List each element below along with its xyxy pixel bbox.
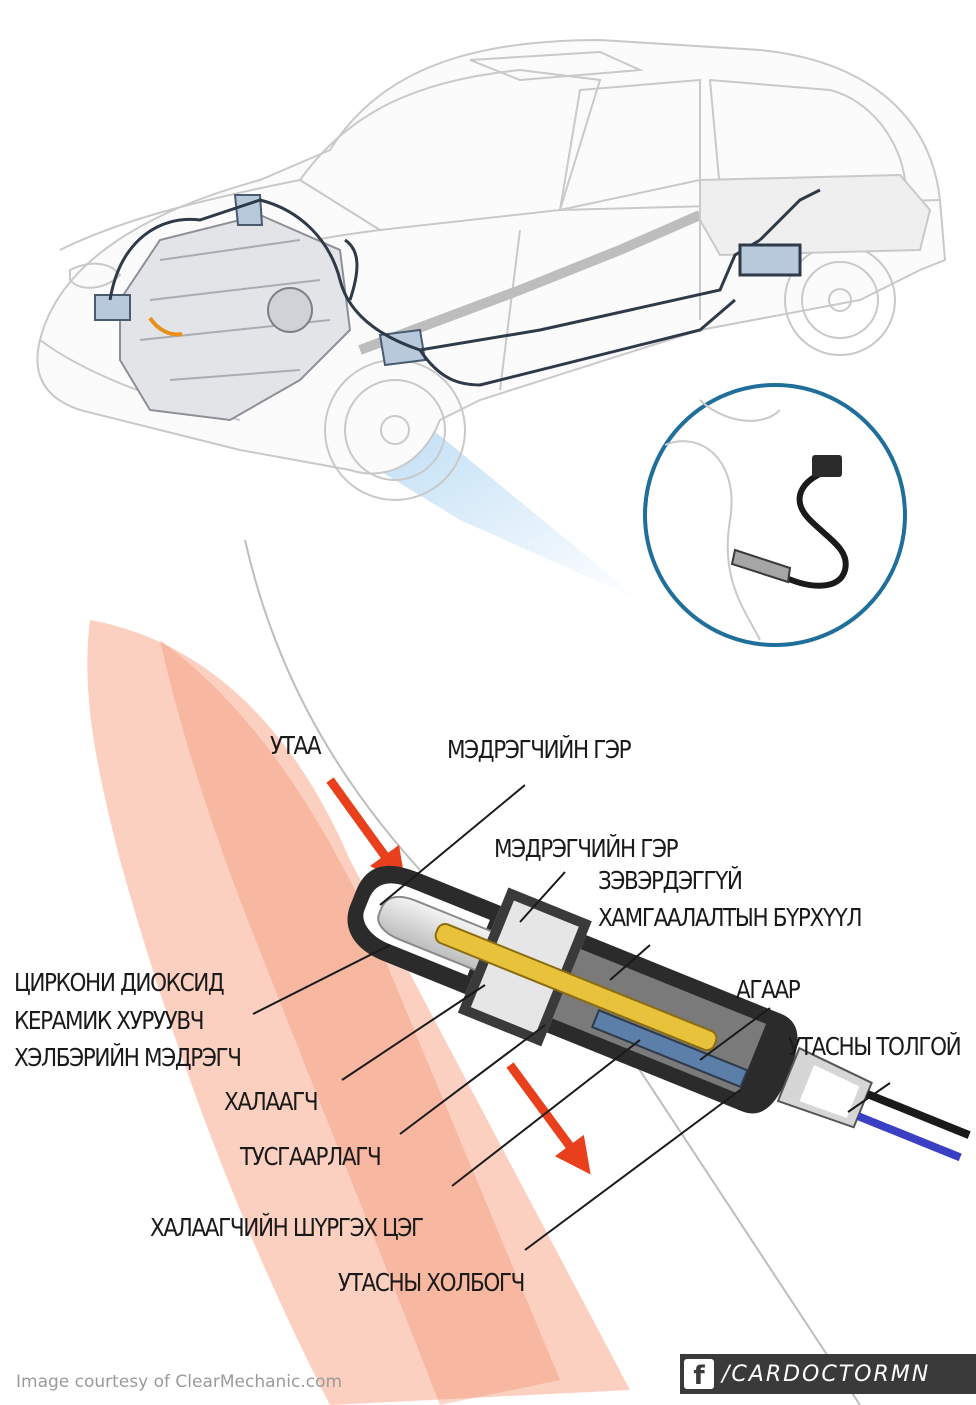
leader-sensor-housing-top: [379, 784, 526, 906]
label-stainless-line1: ЗЭВЭРДЭГГҮЙ: [598, 866, 743, 895]
wire-black: [865, 1090, 971, 1139]
smoke-out-arrow: [506, 1062, 591, 1175]
leader-insulator: [399, 1024, 546, 1135]
label-stainless-line2: ХАМГААЛАЛТЫН БҮРХҮҮЛ: [598, 903, 863, 932]
leader-wire-connector: [524, 1089, 741, 1251]
label-zirconia-line2: КЕРАМИК ХУРУУВЧ: [14, 1006, 204, 1035]
sensor-callout: [643, 383, 907, 647]
exhaust-glow: [87, 620, 630, 1405]
callout-sensor-plug: [812, 455, 842, 477]
leader-heater: [341, 984, 486, 1081]
insulator: [590, 1009, 749, 1089]
o2-sensor-location: [148, 316, 183, 337]
label-smoke: УТАА: [270, 731, 322, 760]
wire-blue: [856, 1112, 962, 1162]
exhaust-pipe: [358, 210, 703, 355]
facebook-icon: f: [684, 1359, 714, 1389]
car-headlight: [69, 262, 122, 289]
leader-stainless: [609, 944, 651, 981]
wiring-harness: [108, 188, 821, 387]
label-sensor-housing-mid: МЭДРЭГЧИЙН ГЭР: [494, 834, 679, 863]
label-heater-clamp: ХАЛААГЧИЙН ШҮРГЭХ ЦЭГ: [150, 1213, 424, 1242]
car-windshield: [298, 68, 602, 232]
fuel-tank: [699, 173, 932, 257]
label-air: АГААР: [736, 975, 801, 1004]
smoke-in-arrow: [326, 777, 406, 885]
social-badge[interactable]: f /CARDOCTORMN: [680, 1354, 976, 1394]
leader-air: [699, 1007, 771, 1061]
label-wire-connector: УТАСНЫ ХОЛБОГЧ: [338, 1268, 525, 1297]
callout-ring: [643, 383, 907, 647]
pipe-outline-right: [619, 1039, 861, 1405]
engine-block: [94, 194, 427, 422]
label-sensor-housing-top: МЭДРЭГЧИЙН ГЭР: [447, 735, 632, 764]
social-handle: /CARDOCTORMN: [722, 1361, 931, 1387]
leader-lines: [252, 784, 891, 1251]
leader-zirconia: [252, 944, 391, 1015]
leader-sensor-housing-mid: [519, 871, 566, 923]
sensor-cross-section: [347, 865, 971, 1162]
label-wire-head: УТАСНЫ ТОЛГОЙ: [788, 1032, 962, 1061]
leader-wire-head: [847, 1082, 891, 1113]
callout-sensor-cable: [778, 467, 849, 589]
callout-sensor-body: [730, 548, 792, 584]
label-zirconia-line1: ЦИРКОНИ ДИОКСИД: [14, 968, 225, 997]
leader-heater-clamp: [451, 1039, 641, 1187]
heater-rod: [434, 923, 718, 1052]
pipe-outline-left: [244, 539, 421, 871]
label-insulator: ТУСГААРЛАГЧ: [240, 1142, 382, 1171]
label-zirconia-line3: ХЭЛБЭРИЙН МЭДРЭГЧ: [14, 1043, 242, 1072]
label-heater: ХАЛААГЧ: [224, 1087, 319, 1116]
car-sunroof: [469, 50, 644, 82]
image-credit: Image courtesy of ClearMechanic.com: [16, 1372, 343, 1392]
